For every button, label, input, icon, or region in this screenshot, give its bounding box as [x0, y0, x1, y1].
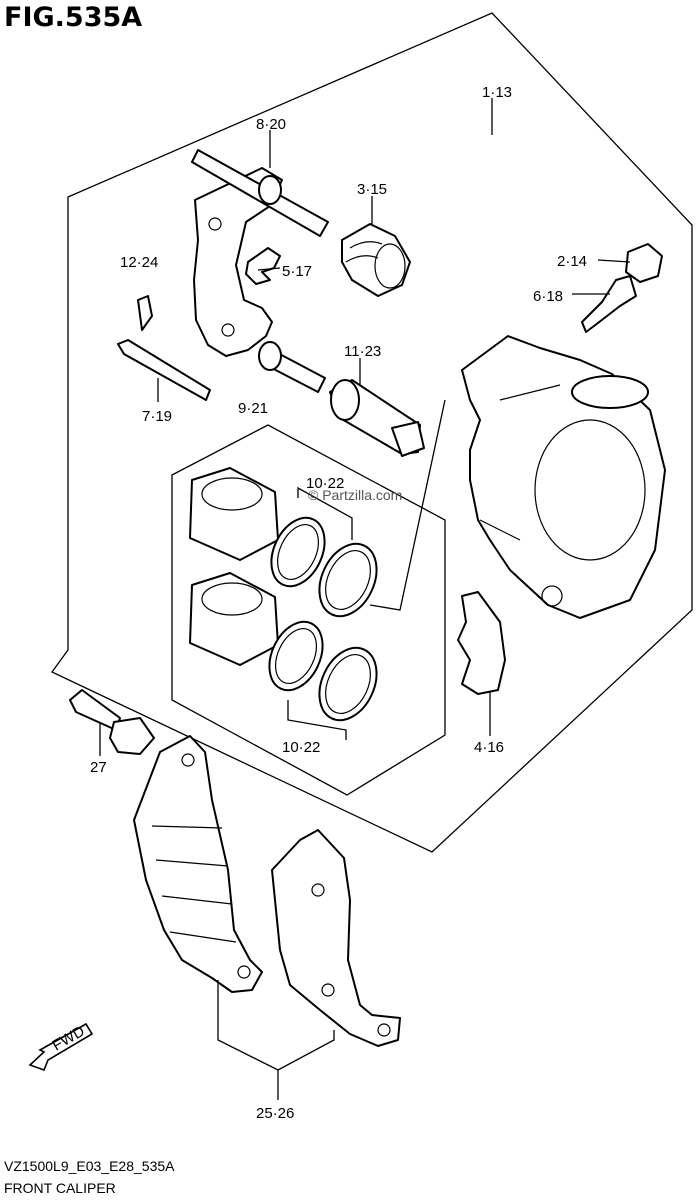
callout-9-21: 9·21 [238, 400, 268, 417]
caliper-bracket[interactable] [191, 149, 329, 393]
callout-27: 27 [90, 759, 107, 776]
callout-25-26: 25·26 [256, 1105, 294, 1122]
leader-lines [99, 98, 631, 1100]
brake-pad-outer[interactable] [133, 735, 263, 993]
callout-1-13: 1·13 [482, 84, 512, 101]
seal-upper-left[interactable] [261, 509, 335, 595]
callout-7-19: 7·19 [142, 408, 172, 425]
bleeder-valve[interactable] [581, 275, 637, 333]
callout-10-22-lower: 10·22 [282, 739, 320, 756]
piston-upper[interactable] [189, 467, 279, 561]
callout-5-17: 5·17 [282, 263, 312, 280]
callout-12-24: 12·24 [120, 254, 158, 271]
mounting-bolt[interactable] [69, 689, 155, 755]
seal-lower-left[interactable] [259, 613, 333, 699]
bracket-clip[interactable] [245, 247, 281, 285]
figure-name: FRONT CALIPER [4, 1180, 116, 1196]
piston-lower[interactable] [189, 572, 279, 666]
figure-title: FIG.535A [4, 2, 143, 33]
callout-8-20: 8·20 [256, 116, 286, 133]
callout-11-23: 11·23 [344, 343, 381, 360]
seal-upper-right[interactable] [308, 535, 387, 626]
fwd-arrow-icon: FWD [28, 1023, 94, 1072]
pin-boot[interactable] [341, 223, 411, 297]
callout-2-14: 2·14 [557, 253, 587, 270]
caliper-housing[interactable] [461, 335, 666, 619]
callout-6-18: 6·18 [533, 288, 563, 305]
callout-4-16: 4·16 [474, 739, 504, 756]
pad-spring[interactable] [457, 591, 506, 695]
callout-10-22-upper: 10·22 [306, 475, 344, 492]
bleeder-cap[interactable] [625, 243, 663, 283]
callout-3-15: 3·15 [357, 181, 387, 198]
assembly-outline [51, 12, 693, 853]
brake-pad-inner[interactable] [271, 829, 401, 1047]
pad-pin[interactable] [117, 295, 211, 401]
piston-kit-outline [171, 424, 446, 796]
figure-code: VZ1500L9_E03_E28_535A [4, 1158, 175, 1174]
watermark: © Partzilla.com [308, 487, 402, 503]
seal-lower-right[interactable] [308, 639, 387, 730]
sleeve-bolt[interactable] [329, 379, 425, 457]
